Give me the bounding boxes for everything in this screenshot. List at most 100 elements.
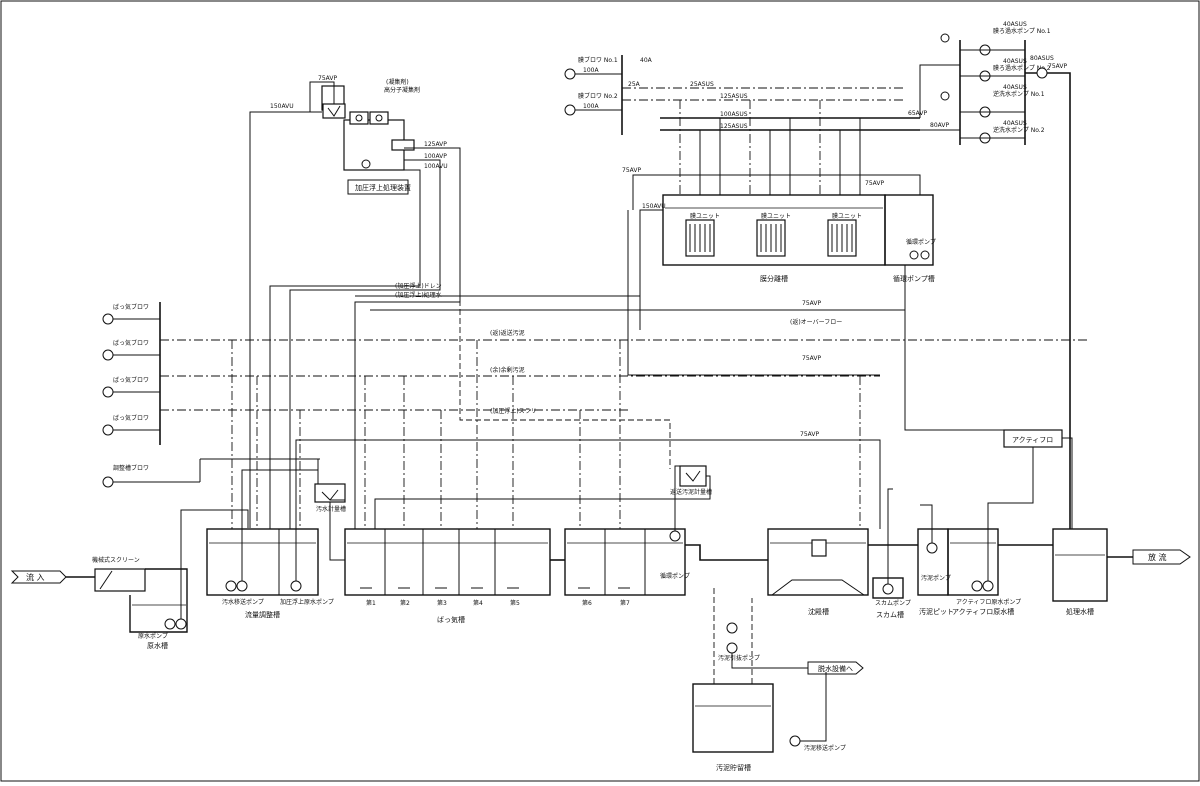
svg-text:(加圧浮上)処理水: (加圧浮上)処理水 xyxy=(395,291,442,299)
dosing-tank: 汚水計量槽 xyxy=(314,483,346,513)
svg-text:膜ろ過水ポンプ No.1: 膜ろ過水ポンプ No.1 xyxy=(993,27,1051,35)
aeration-tank: 第1 第2 第3 第4 第5 ばっ気槽 xyxy=(344,528,551,624)
raw-water-tank: 原水ポンプ 原水槽 xyxy=(129,568,188,650)
svg-text:75AVP: 75AVP xyxy=(1048,63,1067,70)
sludge-storage-pump-icon xyxy=(789,735,801,747)
svg-text:膜ユニット: 膜ユニット xyxy=(690,212,720,220)
aeration-blowers: ばっ気ブロワ ばっ気ブロワ ばっ気ブロワ ばっ気ブロワ 調整槽ブロワ xyxy=(102,302,200,488)
sludge-meter-label: 返送汚泥計量槽 xyxy=(670,488,712,496)
equalization-pump-2-icon xyxy=(236,580,248,592)
flow-meter-icon xyxy=(1036,67,1048,79)
chem-pump-1-icon xyxy=(940,33,950,43)
svg-text:ばっ気ブロワ: ばっ気ブロワ xyxy=(113,303,149,311)
treated-water-tank: 処理水槽 xyxy=(1052,528,1108,616)
aeration-blower-4-icon xyxy=(102,424,114,436)
dosing-tank-label: 汚水計量槽 xyxy=(316,505,346,513)
sludge-storage-tank: 汚泥移送ポンプ 汚泥貯留槽 xyxy=(692,683,846,772)
scum-pump-label: スカムポンプ xyxy=(875,599,911,607)
svg-text:膜ブロワ No.1: 膜ブロワ No.1 xyxy=(578,56,618,64)
flow-equalization-tank: 汚水移送ポンプ 加圧浮上原水ポンプ 流量調整槽 xyxy=(206,528,334,619)
svg-text:第4: 第4 xyxy=(473,599,483,607)
activated-carbon-unit: アクティフロ xyxy=(1003,429,1063,448)
svg-text:第2: 第2 xyxy=(400,599,410,607)
line-label-excess: (余)余剰汚泥 xyxy=(490,366,525,374)
svg-text:100ASUS: 100ASUS xyxy=(720,111,748,118)
membrane-pump-tank: 循環ポンプ 循環ポンプ槽 xyxy=(884,194,936,283)
svg-text:40ASUS: 40ASUS xyxy=(1003,84,1027,91)
dap-mixer-1-icon xyxy=(355,114,363,122)
sludge-pit: 汚泥ポンプ 汚泥ピット xyxy=(917,528,954,616)
inflow-arrow: 流 入 xyxy=(10,570,67,584)
svg-text:(加圧浮上)ドレン: (加圧浮上)ドレン xyxy=(395,282,442,290)
svg-text:40ASUS: 40ASUS xyxy=(1003,120,1027,127)
membrane-pump-1-icon xyxy=(909,250,919,260)
dap-piping xyxy=(249,81,671,529)
svg-text:100A: 100A xyxy=(583,103,599,110)
equalization-pump-label: 汚水移送ポンプ xyxy=(222,598,264,606)
raw-tank-label: 原水槽 xyxy=(147,641,168,650)
raw-pump-label: 原水ポンプ xyxy=(138,632,168,640)
svg-text:逆洗水ポンプ No.1: 逆洗水ポンプ No.1 xyxy=(993,90,1045,98)
svg-text:循環ポンプ: 循環ポンプ xyxy=(906,238,936,246)
aeration-tank-label: ばっ気槽 xyxy=(437,615,465,624)
svg-text:75AVP: 75AVP xyxy=(802,300,821,307)
membrane-blower-2-icon xyxy=(564,104,576,116)
process-pipes xyxy=(295,295,1073,584)
svg-text:40ASUS: 40ASUS xyxy=(1003,58,1027,65)
raw-pump-1-icon xyxy=(164,618,176,630)
discharge-label: 放 流 xyxy=(1148,552,1167,562)
pressure-feed-pump-icon xyxy=(290,580,302,592)
svg-text:80ASUS: 80ASUS xyxy=(1030,55,1054,62)
dap-unit-label: 加圧浮上処理装置 xyxy=(355,183,411,192)
membrane-tank-label: 膜分離槽 xyxy=(760,274,788,283)
svg-text:第5: 第5 xyxy=(510,599,520,607)
svg-text:膜ブロワ No.2: 膜ブロワ No.2 xyxy=(578,92,618,100)
svg-text:ばっ気ブロワ: ばっ気ブロワ xyxy=(113,339,149,347)
svg-text:75AVP: 75AVP xyxy=(865,180,884,187)
membrane-blower-1-icon xyxy=(564,68,576,80)
aeration-blower-2-icon xyxy=(102,349,114,361)
svg-text:第1: 第1 xyxy=(366,599,376,607)
scum-tank: スカムポンプ スカム槽 xyxy=(872,577,911,619)
aeration-tank-2: 第6 第7 循環ポンプ xyxy=(564,528,690,607)
svg-text:膜ろ過水ポンプ No.2: 膜ろ過水ポンプ No.2 xyxy=(993,64,1051,72)
withdraw-pump-2-icon xyxy=(726,642,738,654)
sludge-pit-label: 汚泥ピット xyxy=(919,608,954,616)
carbon-pump-1-icon xyxy=(971,580,983,592)
withdraw-pump-1-icon xyxy=(726,622,738,634)
svg-text:調整槽ブロワ: 調整槽ブロワ xyxy=(113,464,149,472)
membrane-tank: 膜ユニット 膜ユニット 膜ユニット 膜分離槽 xyxy=(662,194,886,283)
svg-text:80AVP: 80AVP xyxy=(930,122,949,129)
sludge-meter-tank: 返送汚泥計量槽 xyxy=(670,465,712,496)
activated-carbon-tank: アクティフロ原水ポンプ アクティフロ原水槽 xyxy=(947,528,1021,616)
sludge-storage-pump-label: 汚泥移送ポンプ xyxy=(804,744,846,752)
membrane-drops xyxy=(679,100,861,195)
svg-text:第3: 第3 xyxy=(437,599,447,607)
svg-text:(加圧浮上)スラリー: (加圧浮上)スラリー xyxy=(490,407,543,415)
circulation-pump-label: 循環ポンプ xyxy=(660,572,690,580)
svg-text:25ASUS: 25ASUS xyxy=(690,81,714,88)
mixing-blower-icon xyxy=(102,476,114,488)
sludge-storage-label: 汚泥貯留槽 xyxy=(716,763,751,772)
line-label-overflow: (返)オーバーフロー xyxy=(790,319,842,326)
svg-text:40ASUS: 40ASUS xyxy=(1003,21,1027,28)
svg-text:膜ユニット: 膜ユニット xyxy=(832,212,862,220)
screen-unit: 機械式スクリーン xyxy=(92,556,146,592)
dap-pump-icon xyxy=(361,159,371,169)
svg-text:第7: 第7 xyxy=(620,599,630,607)
settling-tank-label: 沈殿槽 xyxy=(808,607,829,616)
membrane-blowers: 膜ブロワ No.1 膜ブロワ No.2 100A 100A xyxy=(564,55,623,135)
svg-text:75AVP: 75AVP xyxy=(802,355,821,362)
carbon-unit-label: アクティフロ xyxy=(1012,436,1053,444)
svg-text:150AVU: 150AVU xyxy=(270,103,294,110)
settling-tank: 沈殿槽 xyxy=(767,528,869,616)
equalization-tank-label: 流量調整槽 xyxy=(245,610,280,619)
svg-text:75AVP: 75AVP xyxy=(318,75,337,82)
filtrate-pumps: 膜ろ過水ポンプ No.1 膜ろ過水ポンプ No.2 逆洗水ポンプ No.1 逆洗… xyxy=(940,21,1051,145)
circulation-pump-icon xyxy=(669,530,681,542)
svg-text:100AVU: 100AVU xyxy=(424,163,448,170)
treated-tank-label: 処理水槽 xyxy=(1066,607,1094,616)
svg-text:第6: 第6 xyxy=(582,599,592,607)
carbon-tank-label: アクティフロ原水槽 xyxy=(952,607,1014,616)
